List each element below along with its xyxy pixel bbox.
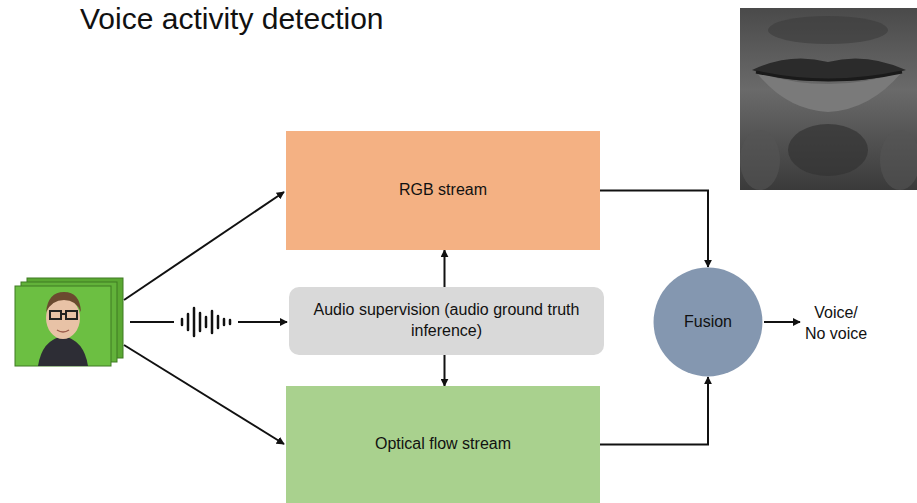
process-box: Optical flow stream — [286, 386, 600, 503]
circle-fill — [654, 268, 763, 377]
shirt — [38, 336, 88, 366]
flow-arrow — [444, 355, 446, 386]
fusion-circle: Fusion — [653, 267, 763, 377]
output-arrow — [764, 321, 800, 323]
moustache — [768, 16, 888, 44]
node-text: Optical flow stream — [361, 430, 525, 459]
video-frame — [15, 286, 111, 366]
flow-arrow — [444, 250, 446, 287]
beard-patch — [880, 130, 917, 190]
lip-line — [756, 72, 902, 80]
process-box: RGB stream — [286, 131, 600, 250]
node-text: RGB stream — [385, 176, 501, 205]
flow-arrow — [600, 377, 708, 445]
beard-patch — [740, 130, 780, 190]
input-arrow — [124, 345, 284, 444]
glasses — [66, 311, 77, 319]
lower-lip — [756, 72, 902, 112]
glasses — [50, 311, 61, 319]
flow-arrow — [600, 191, 708, 268]
video-frames — [15, 278, 123, 366]
diagram-title: Voice activity detection — [80, 2, 384, 36]
supervision-box: Audio supervision (audio ground truth in… — [289, 287, 604, 355]
input-arrow — [124, 192, 284, 300]
glasses — [61, 313, 66, 315]
beard-patch — [788, 124, 868, 176]
audio-arrow — [130, 321, 174, 323]
audio-arrow — [238, 321, 287, 323]
node-text: Audio supervision (audio ground truth in… — [289, 296, 604, 346]
mouth-image — [740, 8, 917, 190]
output-label: Voice/ No voice — [802, 303, 870, 345]
hair — [46, 292, 81, 312]
node-text: Fusion — [670, 308, 746, 337]
mouth — [57, 330, 69, 332]
sound-wave-icon — [182, 308, 230, 336]
